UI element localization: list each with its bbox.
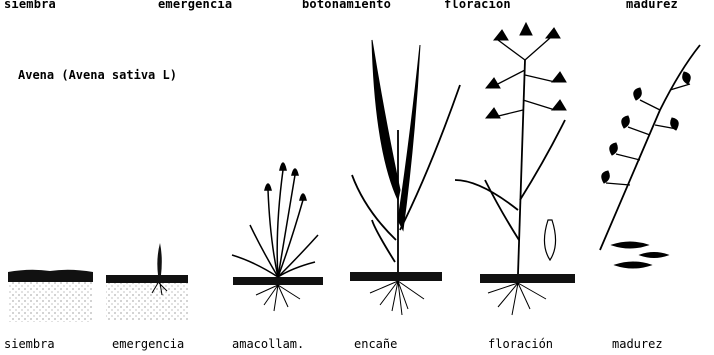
soil-emergencia [106, 243, 188, 321]
bottom-label-siembra: siembra [4, 337, 55, 351]
bottom-label-floracion: floración [488, 337, 553, 351]
bottom-label-madurez: madurez [612, 337, 663, 351]
bottom-label-encane: encañe [354, 337, 397, 351]
plant-encane [350, 40, 460, 315]
plant-floracion [455, 23, 575, 315]
bottom-label-amacollamiento: amacollam. [232, 337, 304, 351]
plant-madurez [600, 45, 700, 268]
plant-amacollamiento [232, 163, 323, 311]
soil-siembra [8, 270, 93, 322]
bottom-label-emergencia: emergencia [112, 337, 184, 351]
